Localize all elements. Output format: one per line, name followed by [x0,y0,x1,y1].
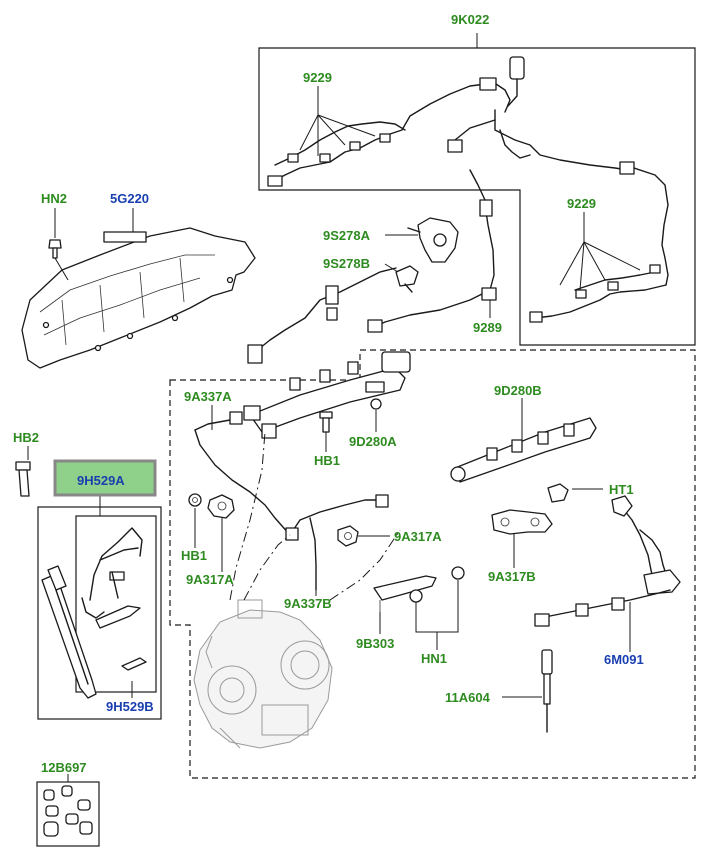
hn2-nut-part[interactable] [48,239,62,259]
seal-washer-9h529b-part[interactable] [121,657,147,671]
label-hn2[interactable]: HN2 [41,191,67,206]
label-hb1-rail[interactable]: HB1 [314,453,340,468]
fuel-feed-pipe-9289-part[interactable] [367,169,497,333]
injector-part[interactable] [41,565,97,699]
label-9s278b[interactable]: 9S278B [323,256,370,271]
seal-kit-12b697-part[interactable] [36,781,100,847]
label-9a337b[interactable]: 9A337B [284,596,332,611]
injector-return-pipe-9h529a-part[interactable] [81,527,143,629]
ht1-connector-part[interactable] [547,483,569,503]
label-6m091[interactable]: 6M091 [604,652,644,667]
hn1-nut-a-part[interactable] [409,589,423,603]
label-9289[interactable]: 9289 [473,320,502,335]
label-9229-right[interactable]: 9229 [567,196,596,211]
sensor-9s278b-part[interactable] [395,265,419,293]
hb2-bolt-part[interactable] [15,461,31,497]
label-9h529b[interactable]: 9H529B [106,699,154,714]
frame-rail-group-dashed [169,349,696,779]
label-9h529a[interactable]: 9H529A [77,473,125,488]
label-12b697[interactable]: 12B697 [41,760,87,775]
label-9a337a-top[interactable]: 9A337A [184,389,232,404]
label-hb1-left[interactable]: HB1 [181,548,207,563]
return-hose-assembly-part[interactable] [267,56,669,323]
label-9a317a-left[interactable]: 9A317A [186,572,234,587]
label-9b303[interactable]: 9B303 [356,636,394,651]
fuel-rail-9d280a-part[interactable] [243,351,411,439]
pipe-clip-9a317b-part[interactable] [491,509,553,535]
pipe-clip-9a317a-right-part[interactable] [337,525,359,547]
glow-plug-harness-6m091-part[interactable] [534,495,681,627]
label-9d280b[interactable]: 9D280B [494,383,542,398]
label-hn1[interactable]: HN1 [421,651,447,666]
bracket-9b303-part[interactable] [373,575,437,612]
hb1-bolt-left-part[interactable] [188,493,202,507]
highlight-9h529a [53,459,157,497]
high-pressure-pump-part [193,599,333,749]
hb1-bolt-rail-part[interactable] [319,411,333,433]
label-9s278a[interactable]: 9S278A [323,228,371,243]
label-5g220[interactable]: 5G220 [110,191,149,206]
heat-shield-part[interactable] [21,227,256,369]
label-ht1[interactable]: HT1 [609,482,634,497]
frame-return-hoses [258,47,696,346]
pipe-clip-9a317a-left-part[interactable] [207,494,235,519]
label-9a317b[interactable]: 9A317B [488,569,536,584]
label-9k022[interactable]: 9K022 [451,12,489,27]
injector-pipe-9a337a-part[interactable] [194,411,291,536]
fuel-rail-9d280b-part[interactable] [450,417,597,483]
high-pressure-pipe-part[interactable] [247,267,397,364]
label-9229-top[interactable]: 9229 [303,70,332,85]
injector-pipe-9a337b-part[interactable] [285,494,389,591]
glow-plug-11a604-part[interactable] [541,649,553,733]
pressure-sensor-9s278a-part[interactable] [407,217,459,263]
hn1-nut-b-part[interactable] [451,566,465,580]
label-9a317a-right[interactable]: 9A317A [394,529,442,544]
label-hb2[interactable]: HB2 [13,430,39,445]
label-9d280a[interactable]: 9D280A [349,434,397,449]
label-11a604[interactable]: 11A604 [445,690,491,705]
